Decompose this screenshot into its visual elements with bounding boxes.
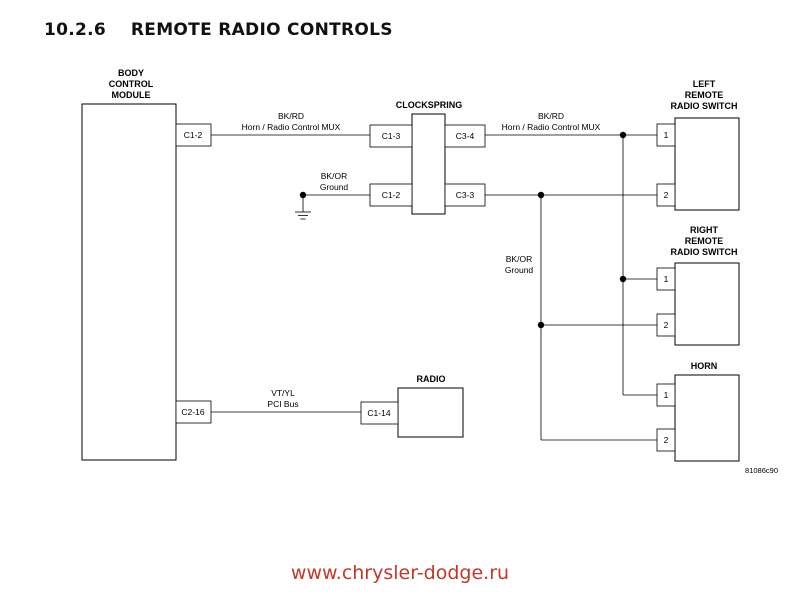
figure-id: 81086c90 [745,466,778,475]
wire-mux-name-right: Horn / Radio Control MUX [502,122,601,132]
horn-pin-2-label: 2 [664,435,669,445]
ground-splice [299,191,307,199]
right-switch-pin-2-label: 2 [664,320,669,330]
bcm-label-line1: BODY [118,68,144,78]
horn[interactable] [674,374,740,462]
wire-ground-name-right: Ground [505,265,534,275]
right-switch-label-line3: RADIO SWITCH [671,247,738,257]
clockspring-connector-c1-2-label: C1-2 [382,190,401,200]
wire-mux-color-right: BK/RD [538,111,564,121]
splice-ground-right-switch [537,321,545,329]
wire-pci-color: VT/YL [271,388,295,398]
left-switch-label-line2: REMOTE [685,90,724,100]
wire-ground-color-left: BK/OR [321,171,347,181]
bcm-label-line3: MODULE [112,90,151,100]
left-switch-pin-1-label: 1 [664,130,669,140]
clockspring-connector-c1-3-label: C1-3 [382,131,401,141]
page-title: 10.2.6 REMOTE RADIO CONTROLS [44,20,393,40]
ground-icon [295,211,311,220]
body-control-module[interactable] [81,103,177,461]
right-remote-radio-switch[interactable] [674,262,740,346]
watermark-link[interactable]: www.chrysler-dodge.ru [290,562,510,584]
radio-label: RADIO [417,374,446,384]
right-switch-pin-1-label: 1 [664,274,669,284]
radio[interactable] [397,387,464,438]
left-remote-radio-switch[interactable] [674,117,740,211]
splice-ground-top [537,191,545,199]
right-switch-label-line2: REMOTE [685,236,724,246]
wire-ground-name-left: Ground [320,182,349,192]
splice-mux-top [619,131,627,139]
radio-connector-c1-14-label: C1-14 [367,408,390,418]
wire-ground-color-right: BK/OR [506,254,532,264]
bcm-connector-c1-2-label: C1-2 [184,130,203,140]
clockspring-connector-c1-3 [369,124,413,148]
wire-mux-color-left: BK/RD [278,111,304,121]
left-switch-label-line3: RADIO SWITCH [671,101,738,111]
left-switch-pin-2-label: 2 [664,190,669,200]
radio-connector-c1-14 [360,401,399,425]
horn-pin-1-label: 1 [664,390,669,400]
right-switch-label-line1: RIGHT [690,225,719,235]
splice-mux-right-switch [619,275,627,283]
clockspring-connector-c3-4-label: C3-4 [456,131,475,141]
bcm-connector-c2-16-label: C2-16 [181,407,204,417]
clockspring[interactable] [411,113,446,215]
left-switch-label-line1: LEFT [693,79,716,89]
clockspring-label: CLOCKSPRING [396,100,463,110]
clockspring-connector-c3-3-label: C3-3 [456,190,475,200]
bcm-label-line2: CONTROL [109,79,154,89]
wire-mux-name-left: Horn / Radio Control MUX [242,122,341,132]
clockspring-connector-c3-4 [444,124,486,148]
horn-label: HORN [691,361,718,371]
wire-pci-name: PCI Bus [267,399,298,409]
